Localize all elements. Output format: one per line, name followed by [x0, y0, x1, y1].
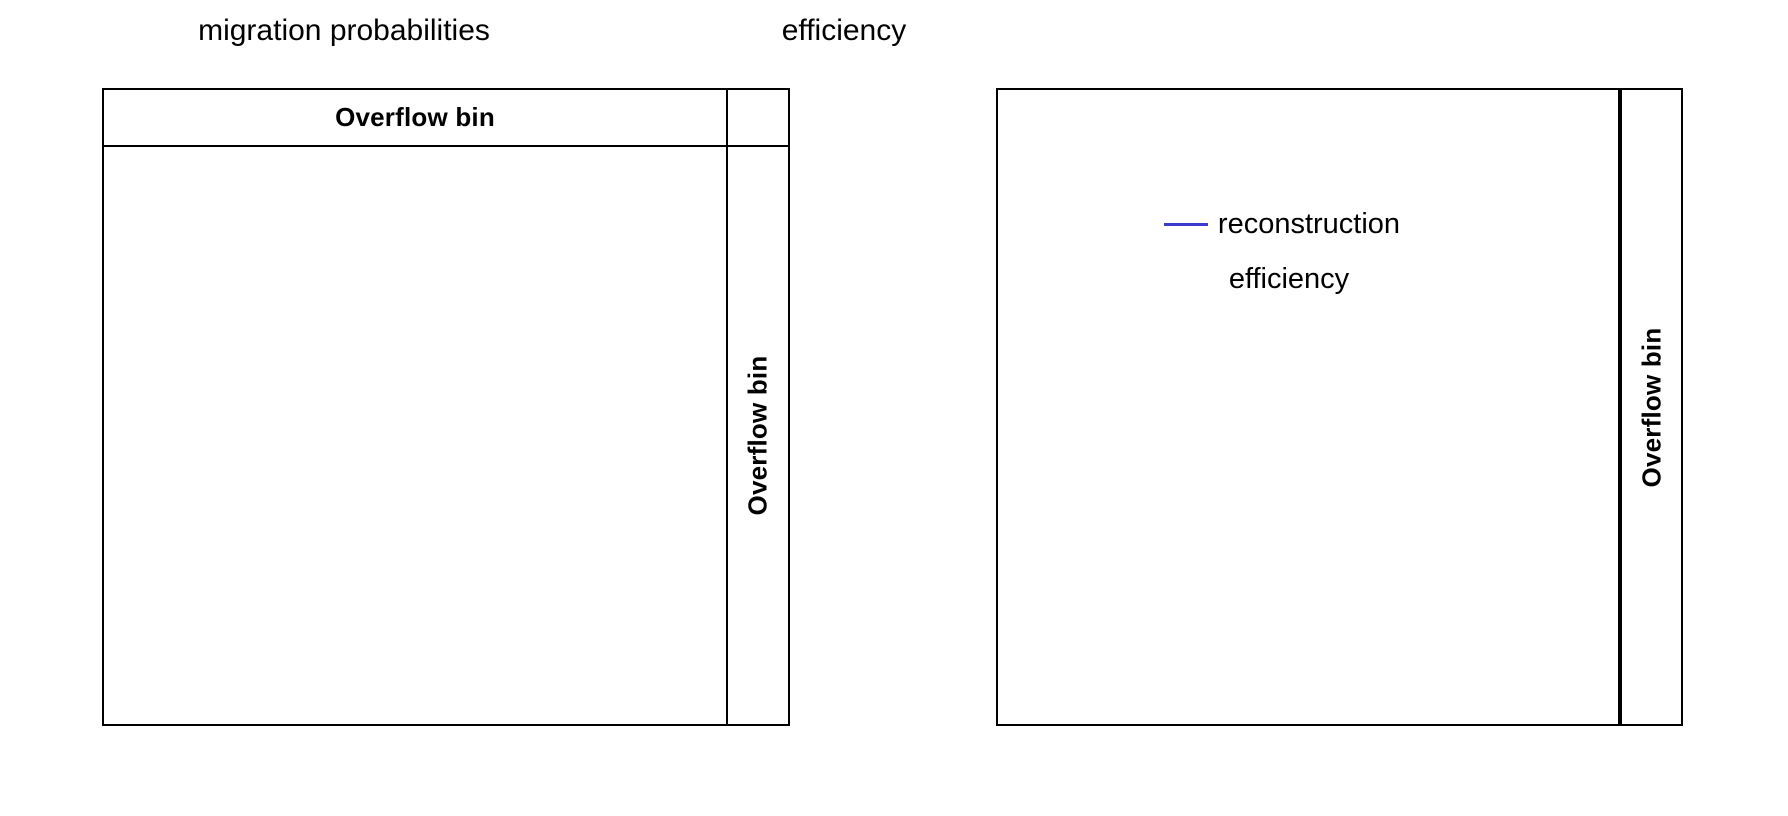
panel-migration-probabilities: migration probabilities Overflow bin Ove… [102, 16, 790, 726]
panel-title-efficiency: efficiency [781, 14, 907, 47]
overflow-bin-column-efficiency[interactable]: Overflow bin [1620, 88, 1683, 726]
plot-frame-migration-main[interactable]: Overflow bin [102, 88, 728, 726]
overflow-bin-vertical-label-wrap-efficiency: Overflow bin [1622, 90, 1681, 724]
legend-entry-reconstruction[interactable]: reconstruction [1163, 208, 1401, 240]
legend: reconstruction efficiency [1022, 210, 1542, 294]
legend-label-reconstruction: reconstruction [1217, 208, 1401, 240]
overflow-bin-column-divider [728, 90, 788, 147]
overflow-bin-vertical-label: Overflow bin [1636, 327, 1666, 487]
legend-line-icon [1163, 223, 1208, 226]
overflow-bin-header-strip: Overflow bin [104, 90, 726, 147]
legend-label-efficiency: efficiency [1228, 263, 1350, 295]
overflow-bin-vertical-label: Overflow bin [742, 355, 773, 516]
overflow-bin-header-label: Overflow bin [335, 102, 495, 132]
plot-frame-efficiency-main[interactable]: reconstruction efficiency [996, 88, 1620, 726]
overflow-bin-column-migration[interactable]: Overflow bin [726, 88, 790, 726]
panel-efficiency: efficiency reconstruction efficiency Ove… [782, 16, 1683, 726]
overflow-bin-vertical-label-wrap-migration: Overflow bin [728, 147, 788, 724]
panel-title-migration-probabilities: migration probabilities [198, 14, 490, 47]
